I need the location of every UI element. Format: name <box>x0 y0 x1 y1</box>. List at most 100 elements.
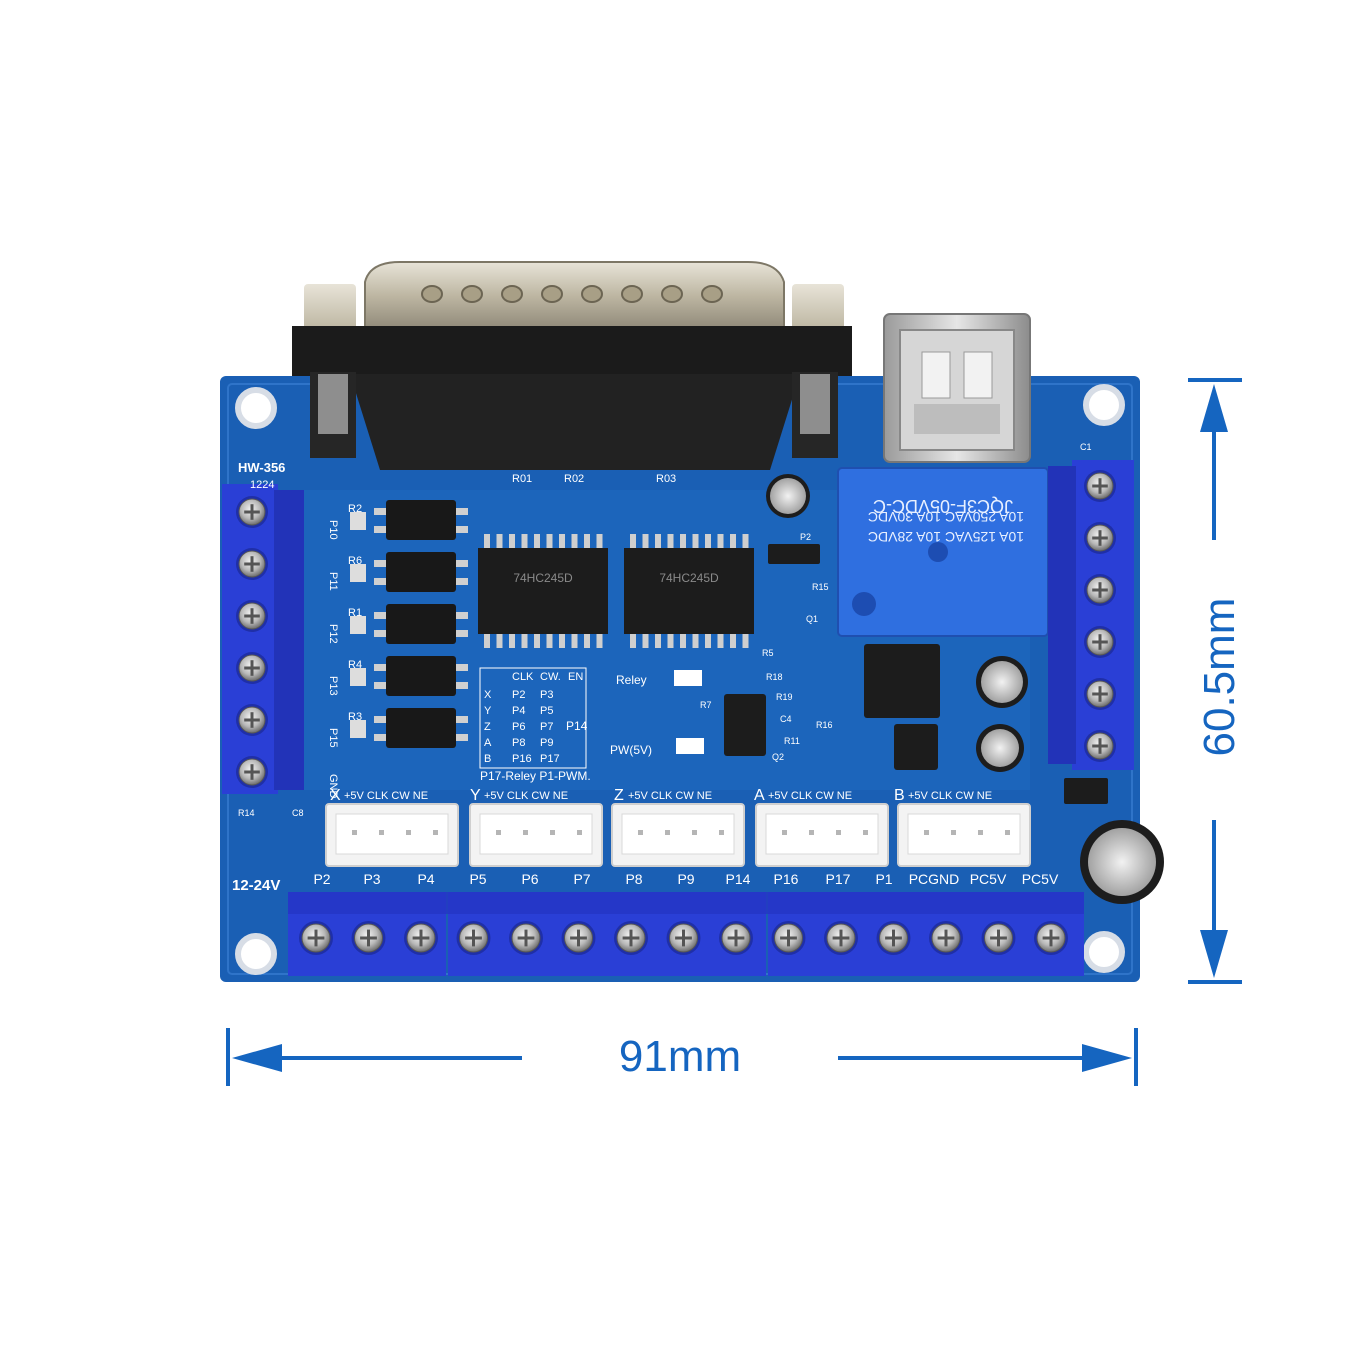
terminal-screw <box>1084 678 1116 710</box>
terminal-screw <box>351 921 386 955</box>
terminal-screw <box>236 600 268 632</box>
axis-name: A <box>754 787 765 804</box>
terminal-screw <box>1084 522 1116 554</box>
axis-pins: +5V CLK CW NE <box>484 790 568 802</box>
width-label: 91mm <box>618 1032 742 1081</box>
jst-connector <box>611 803 745 867</box>
left-pin-label: P10 <box>327 520 339 540</box>
db25-pin <box>421 285 443 303</box>
terminal-screw <box>509 921 543 955</box>
axis-table-cell: Z <box>484 721 491 733</box>
axis-table-cell: P8 <box>512 737 525 749</box>
optocouplers <box>350 500 468 748</box>
top-label: R01 <box>512 473 532 485</box>
optocoupler <box>386 708 456 748</box>
terminal-screw <box>1084 470 1116 502</box>
bottom-pin-label: P14 <box>726 871 751 887</box>
misc-label: R15 <box>812 582 829 592</box>
jst-connector <box>325 803 459 867</box>
axis-pins: +5V CLK CW NE <box>768 790 852 802</box>
misc-label: R19 <box>776 692 793 702</box>
left-terminal-screws <box>236 496 268 788</box>
left-pin-label: P12 <box>327 624 339 644</box>
axis-table-cell: P3 <box>540 689 553 701</box>
db25-pins <box>421 285 723 303</box>
jst-connector <box>469 803 603 867</box>
board-model: HW-356 <box>238 460 285 475</box>
relay <box>837 467 1049 637</box>
terminal-screw <box>824 921 858 955</box>
db25-pin <box>501 285 523 303</box>
terminal-screw <box>929 921 963 955</box>
db25-pin <box>661 285 683 303</box>
db25-pin <box>541 285 563 303</box>
db25-connector <box>292 261 852 470</box>
axis-table-cell: P9 <box>540 737 553 749</box>
axis-pins: +5V CLK CW NE <box>628 790 712 802</box>
terminal-screw <box>236 756 268 788</box>
axis-pins: +5V CLK CW NE <box>344 790 428 802</box>
relay-rating-1: 10A 250VAC 10A 30VDC <box>868 509 1024 525</box>
bottom-pin-label: P6 <box>521 871 538 887</box>
pwr-led-label: PW(5V) <box>610 743 652 757</box>
buffer-chips <box>478 548 754 634</box>
bottom-pin-label: P2 <box>313 871 330 887</box>
resistor-label: R6 <box>348 555 362 567</box>
terminal-screw <box>236 496 268 528</box>
axis-table-cell: B <box>484 753 491 765</box>
left-pin-label: GND <box>327 774 339 799</box>
bottom-pin-label: P16 <box>774 871 799 887</box>
axis-name: Y <box>470 787 481 804</box>
axis-table-cell: P6 <box>512 721 525 733</box>
bottom-pin-label: P17 <box>826 871 851 887</box>
db25-pin <box>701 285 723 303</box>
chip-2-label: 74HC245D <box>659 571 719 585</box>
bottom-pin-label: P3 <box>363 871 380 887</box>
optocoupler <box>386 656 456 696</box>
terminal-screw <box>299 921 333 955</box>
misc-label: Q2 <box>772 752 784 762</box>
axis-note: P17-Reley P1-PWM. <box>480 769 591 783</box>
optocoupler <box>386 500 456 540</box>
top-label: R03 <box>656 473 676 485</box>
capacitors <box>766 474 1164 904</box>
chip-1-label: 74HC245D <box>513 571 573 585</box>
axis-name: X <box>330 787 341 804</box>
terminal-screw <box>1084 574 1116 606</box>
resistor-label: R3 <box>348 711 362 723</box>
right-terminal-screws <box>1084 470 1116 762</box>
misc-label: P2 <box>800 532 811 542</box>
left-pin-label: P11 <box>327 572 339 591</box>
power-label: 12-24V <box>232 877 280 894</box>
board-date: 1224 <box>250 479 274 491</box>
misc-label: R18 <box>766 672 783 682</box>
misc-label: R14 <box>238 808 255 818</box>
axis-pins: +5V CLK CW NE <box>908 790 992 802</box>
axis-table-header: CW. <box>540 671 561 683</box>
bottom-pin-label: P7 <box>573 871 590 887</box>
left-pin-label: P15 <box>327 728 339 748</box>
terminal-screw <box>456 921 491 955</box>
height-label: 60.5mm <box>1195 597 1244 757</box>
usb-connector <box>883 313 1031 463</box>
axis-table-cell: Y <box>484 705 492 717</box>
terminal-screw <box>236 704 268 736</box>
bottom-pin-label: PC5V <box>1022 871 1059 887</box>
terminal-screw <box>981 921 1016 955</box>
smd-parts <box>674 544 1108 804</box>
bottom-pin-label: P5 <box>469 871 486 887</box>
left-terminal-block <box>222 484 304 794</box>
terminal-screw <box>614 921 648 955</box>
db25-pin <box>461 285 483 303</box>
terminal-screw <box>561 921 596 955</box>
relay-rating-2: 10A 125VAC 10A 28VDC <box>868 529 1024 545</box>
axis-table-cell: X <box>484 689 492 701</box>
relay-model: JQC3F-05VDC-C <box>873 496 1013 516</box>
jst-connector <box>755 803 889 867</box>
width-dimension <box>226 1028 1138 1086</box>
axis-table-header: EN <box>568 671 583 683</box>
